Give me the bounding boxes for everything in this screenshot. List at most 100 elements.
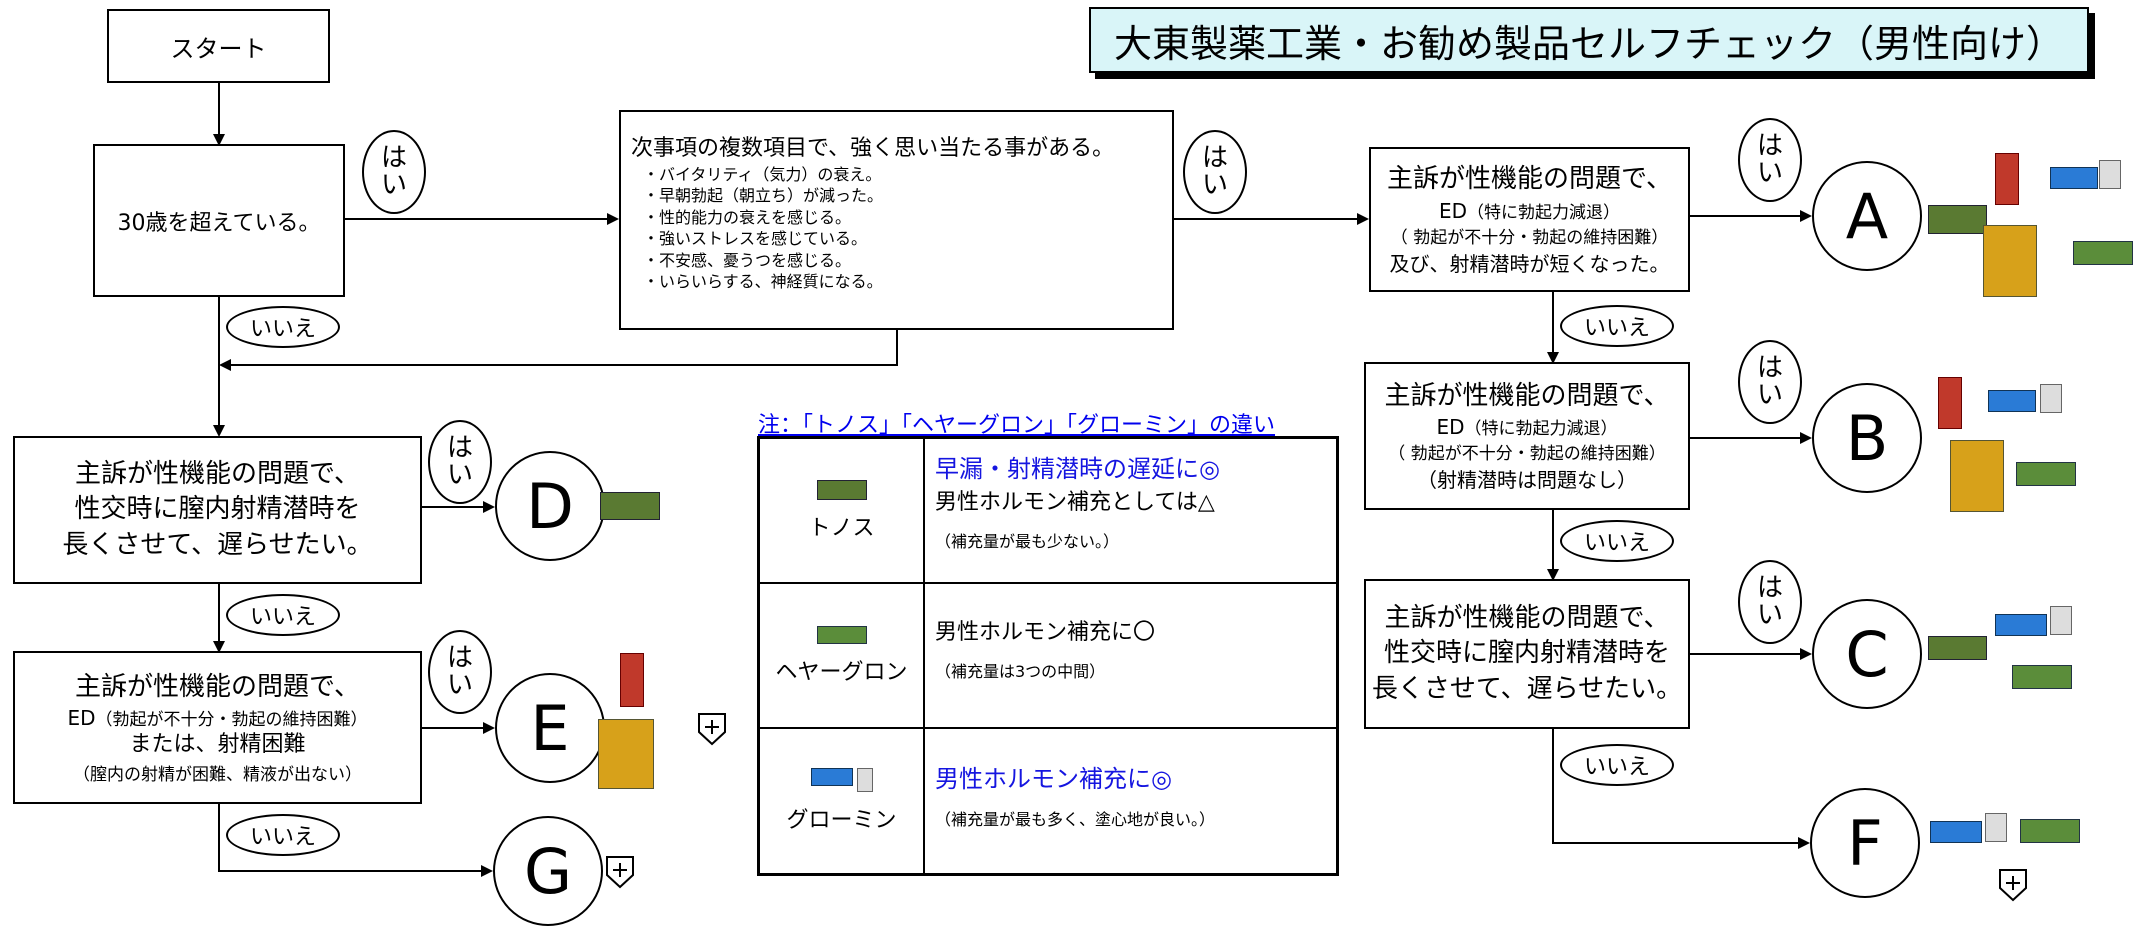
table-row-desc-tonos: 早漏・射精潜時の遅延に◎ 男性ホルモン補充としては△ （補充量が最も少ない。） — [925, 439, 1336, 584]
question-age-text: 30歳を超えている。 — [117, 210, 321, 236]
product-name: トノス — [808, 515, 875, 541]
product-name: ヘヤーグロン — [775, 659, 908, 685]
result-e[interactable]: E — [495, 673, 605, 783]
product-box-gold — [1983, 225, 2037, 297]
arrow-symptoms-return — [219, 330, 898, 371]
table-row-desc-glomin: 男性ホルモン補充に◎ （補充量が最も多く、塗心地が良い。） — [925, 729, 1336, 873]
question-d-line2: 性交時に膣内射精潜時を — [74, 494, 361, 525]
question-e-ed-note: （勃起が不十分・勃起の維持困難） — [95, 710, 368, 731]
row-main: 男性ホルモン補充に〇 — [935, 620, 1156, 645]
product-tube-tonos — [600, 492, 660, 520]
question-b-line3: （ 勃起が不十分・勃起の維持困難） — [1388, 444, 1666, 465]
product-tube-green — [2073, 241, 2133, 265]
question-a-ed: ED — [1438, 198, 1468, 223]
product-box-red — [1995, 153, 2019, 205]
result-b[interactable]: B — [1812, 383, 1922, 493]
result-d[interactable]: D — [495, 451, 605, 561]
arrow-c-to-f — [1552, 729, 1810, 849]
result-c[interactable]: C — [1812, 599, 1922, 709]
table-row-name-hairgrone: ヘヤーグロン — [760, 584, 925, 729]
symptom-item: ・バイタリティ（気力）の衰え。 — [643, 165, 882, 184]
yes-label-e: はい — [428, 630, 492, 714]
question-a-line3: （ 勃起が不十分・勃起の維持困難） — [1390, 227, 1669, 248]
yes-label-a: はい — [1738, 118, 1802, 202]
question-d-line3: 長くさせて、遅らせたい。 — [62, 529, 373, 560]
symptom-item: ・不安感、憂うつを感じる。 — [643, 250, 852, 270]
question-a-line4: 及び、射精潜時が短くなった。 — [1389, 251, 1670, 276]
question-age-box: 30歳を超えている。 — [93, 144, 345, 297]
no-label-c: いいえ — [1560, 744, 1674, 786]
yes-label-age: はい — [362, 130, 426, 214]
note-title: 注：「トノス」「ヘヤーグロン」「グローミン」の違い — [758, 413, 1276, 438]
row-highlight: 早漏・射精潜時の遅延に◎ — [935, 455, 1220, 483]
symptom-item: ・早朝勃起（朝立ち）が減った。 — [643, 186, 884, 206]
question-e-ed: ED — [67, 706, 96, 731]
product-tube-green — [2016, 462, 2076, 486]
question-b-ed-note: （特に勃起力減退） — [1464, 419, 1618, 440]
page-title: 大東製薬工業・お勧め製品セルフチェック（男性向け） — [1089, 7, 2089, 73]
product-box-red — [1938, 377, 1962, 429]
product-tube-blue — [1995, 614, 2047, 636]
question-d-line1: 主訴が性機能の問題で、 — [75, 459, 360, 490]
yes-label-symptoms: はい — [1183, 130, 1247, 214]
product-tube-green — [816, 625, 867, 644]
row-main: 男性ホルモン補充としては△ — [935, 490, 1215, 515]
no-label-e: いいえ — [226, 814, 340, 856]
product-box-small — [2099, 160, 2121, 189]
product-tube-green — [2012, 665, 2072, 689]
product-box-gold — [598, 719, 654, 789]
product-name: グローミン — [786, 808, 897, 833]
product-tube-tonos — [816, 479, 867, 500]
product-box-gold — [1950, 440, 2004, 512]
question-b-line1: 主訴が性機能の問題で、 — [1384, 380, 1670, 411]
question-c-line1: 主訴が性機能の問題で、 — [1384, 603, 1670, 634]
product-tube-blue — [810, 768, 853, 786]
start-box: スタート — [107, 9, 330, 83]
question-e-line1: 主訴が性機能の問題で、 — [75, 672, 360, 703]
no-label-age: いいえ — [226, 306, 340, 348]
plus-shield-icon[interactable] — [605, 855, 635, 889]
product-tube-blue — [1930, 821, 1982, 843]
product-tube-green — [2020, 819, 2080, 843]
row-note: （補充量は3つの中間） — [935, 662, 1106, 681]
question-c-line2: 性交時に膣内射精潜時を — [1383, 638, 1670, 669]
row-note: （補充量が最も少ない。） — [935, 532, 1120, 551]
question-a-box: 主訴が性機能の問題で、 ED（特に勃起力減退） （ 勃起が不十分・勃起の維持困難… — [1369, 147, 1690, 292]
question-e-line3: または、射精困難 — [129, 732, 306, 758]
result-f[interactable]: F — [1810, 788, 1920, 898]
product-tube-blue — [1988, 390, 2036, 412]
product-box-red — [620, 653, 644, 707]
question-a-line1: 主訴が性機能の問題で、 — [1387, 164, 1672, 195]
plus-shield-icon[interactable] — [1998, 868, 2028, 902]
question-b-ed: ED — [1436, 415, 1465, 440]
product-tube-blue — [2050, 167, 2098, 189]
product-tube-tonos — [1928, 636, 1987, 660]
comparison-table: トノス 早漏・射精潜時の遅延に◎ 男性ホルモン補充としては△ （補充量が最も少な… — [757, 436, 1339, 876]
question-a-ed-note: （特に勃起力減退） — [1467, 202, 1621, 223]
table-row-desc-hairgrone: 男性ホルモン補充に〇 （補充量は3つの中間） — [925, 584, 1336, 729]
question-symptoms-box: 次事項の複数項目で、強く思い当たる事がある。 ・バイタリティ（気力）の衰え。 ・… — [619, 110, 1174, 330]
question-b-box: 主訴が性機能の問題で、 ED（特に勃起力減退） （ 勃起が不十分・勃起の維持困難… — [1364, 362, 1690, 510]
product-box-small — [1985, 813, 2007, 842]
no-label-a: いいえ — [1560, 305, 1674, 347]
symptom-item: ・いらいらする、神経質になる。 — [643, 272, 883, 292]
plus-shield-icon[interactable] — [697, 712, 727, 746]
row-note: （補充量が最も多く、塗心地が良い。） — [935, 810, 1216, 829]
yes-label-b: はい — [1738, 340, 1802, 424]
no-label-b: いいえ — [1560, 520, 1674, 562]
no-label-d: いいえ — [226, 594, 340, 636]
result-g[interactable]: G — [493, 816, 603, 926]
product-box-small — [2050, 606, 2072, 635]
product-box-small — [856, 768, 873, 792]
question-c-box: 主訴が性機能の問題で、 性交時に膣内射精潜時を 長くさせて、遅らせたい。 — [1364, 579, 1690, 729]
question-d-box: 主訴が性機能の問題で、 性交時に膣内射精潜時を 長くさせて、遅らせたい。 — [13, 436, 422, 584]
result-a[interactable]: A — [1812, 161, 1922, 271]
page-title-text: 大東製薬工業・お勧め製品セルフチェック（男性向け） — [1113, 21, 2064, 66]
yes-label-d: はい — [428, 420, 492, 504]
row-highlight: 男性ホルモン補充に◎ — [935, 765, 1172, 793]
product-tube-tonos — [1928, 205, 1987, 234]
symptoms-lead: 次事項の複数項目で、強く思い当たる事がある。 — [631, 136, 1115, 161]
arrow-e-to-g — [218, 804, 493, 877]
table-row-name-tonos: トノス — [760, 439, 925, 584]
